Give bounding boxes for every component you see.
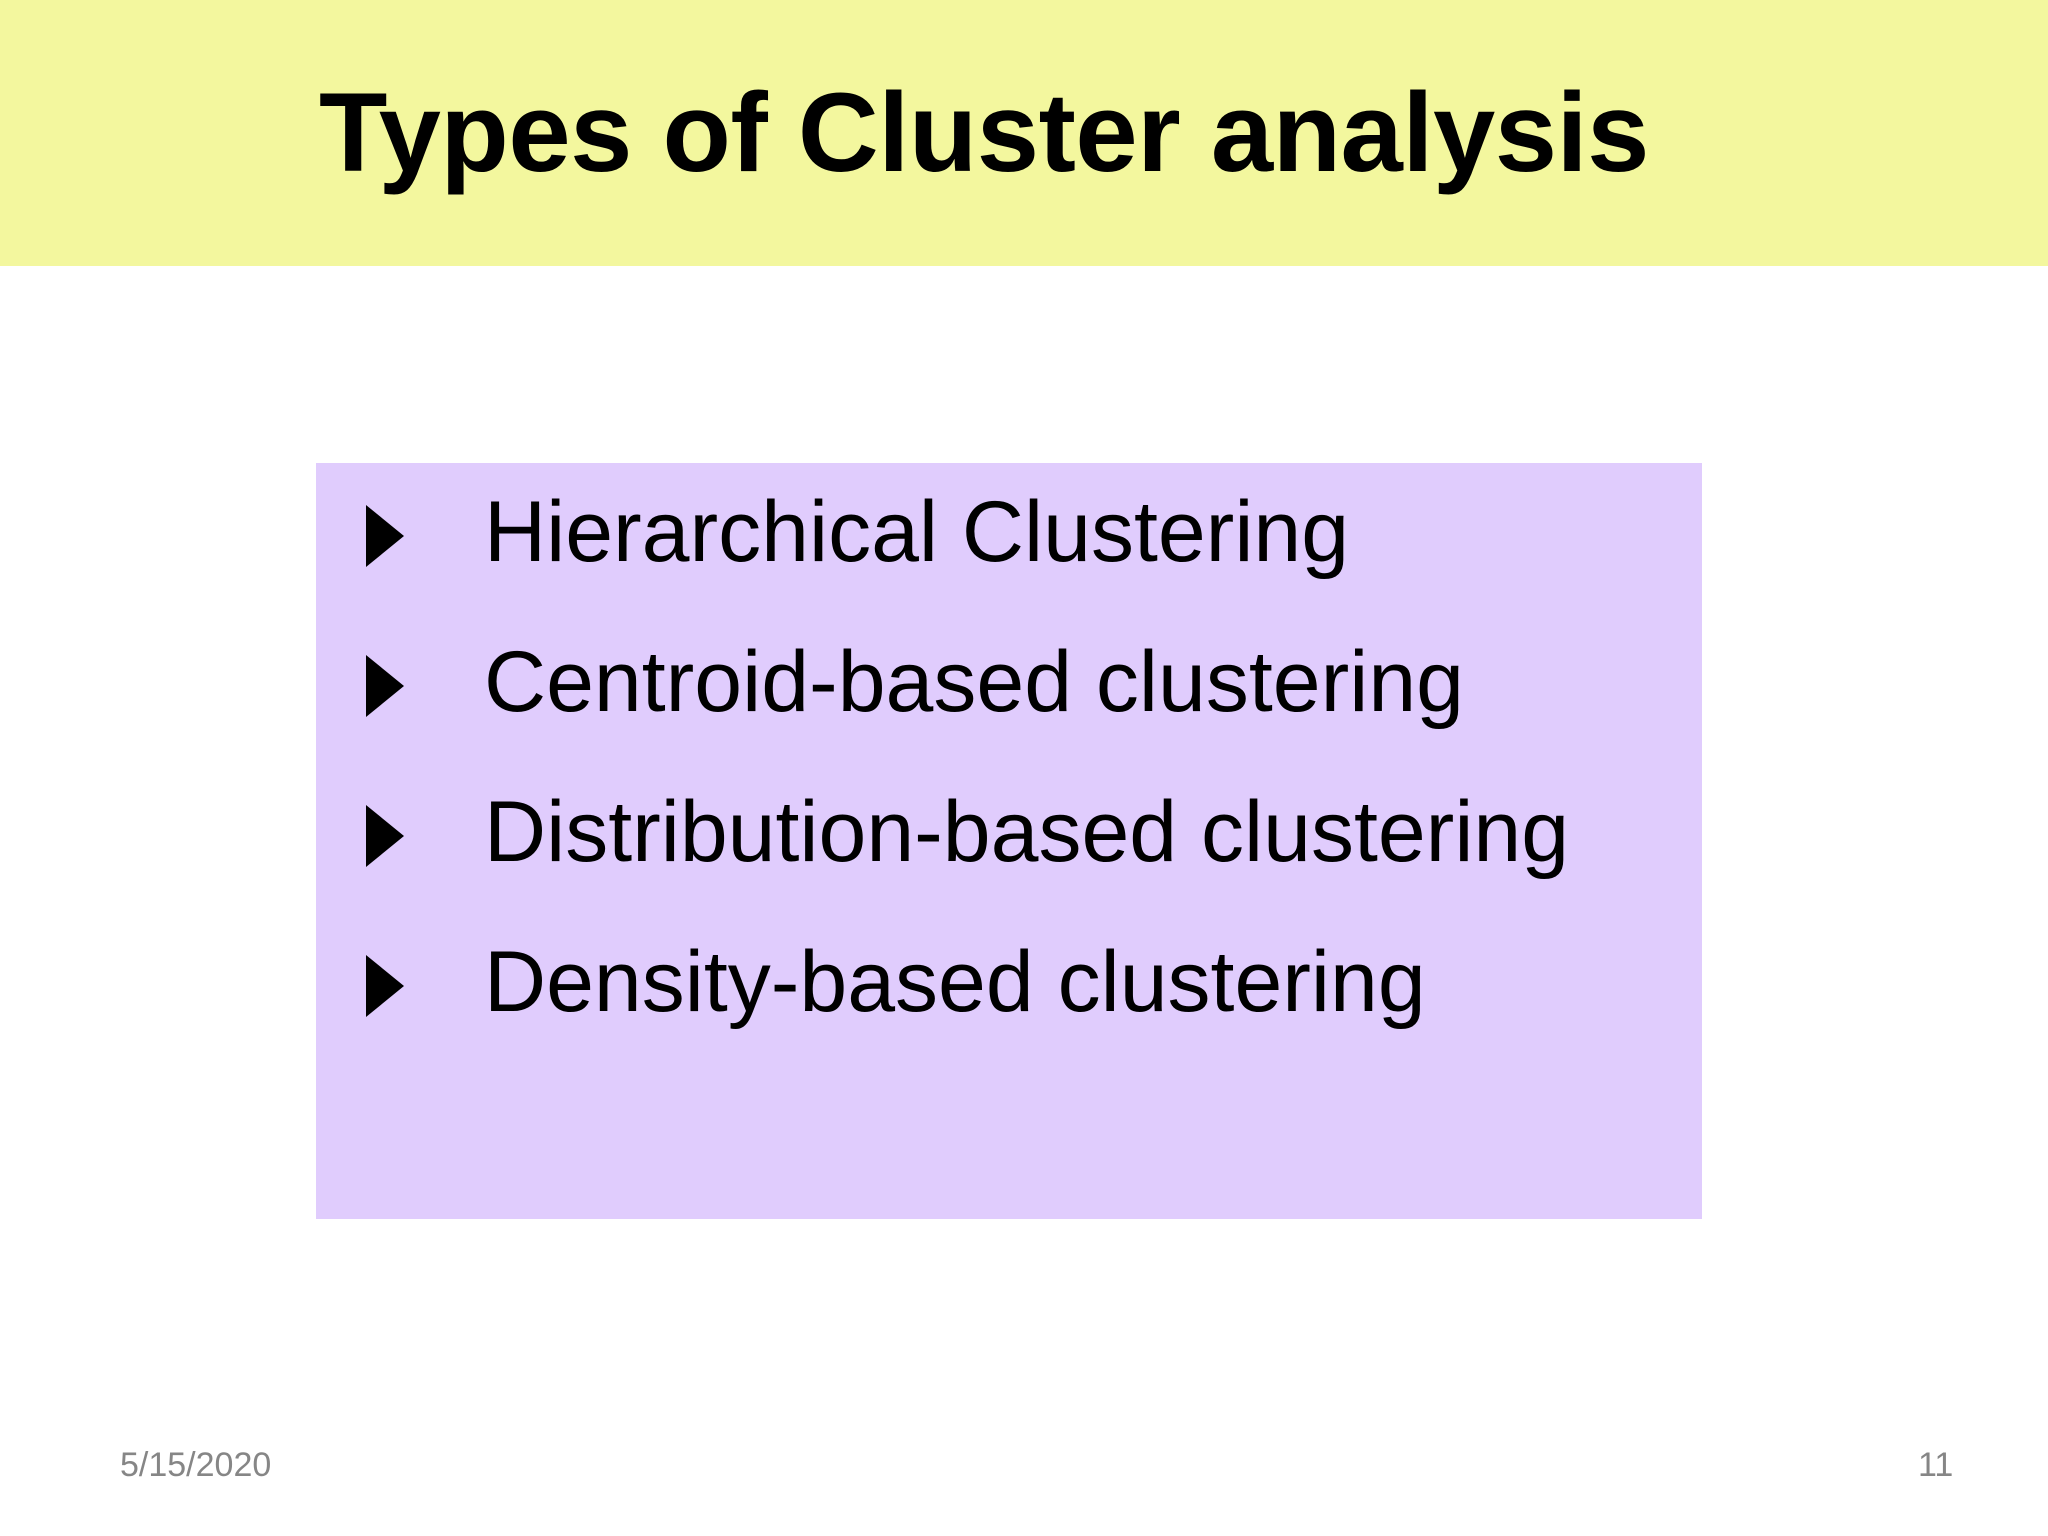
list-item-label: Centroid-based clustering [484, 634, 1464, 730]
bullet-list: Hierarchical Clustering Centroid-based c… [316, 489, 1702, 1089]
footer-page-number: 11 [1918, 1446, 1954, 1484]
list-item[interactable]: Distribution-based clustering [316, 789, 1702, 939]
content-box: Hierarchical Clustering Centroid-based c… [316, 463, 1702, 1219]
list-item-label: Density-based clustering [484, 934, 1426, 1030]
triangle-right-icon [364, 803, 406, 869]
list-item-label: Hierarchical Clustering [484, 484, 1350, 580]
page-title: Types of Cluster analysis [319, 70, 1649, 195]
list-item[interactable]: Density-based clustering [316, 939, 1702, 1089]
triangle-right-icon [364, 953, 406, 1019]
title-band: Types of Cluster analysis [0, 0, 2048, 266]
list-item[interactable]: Centroid-based clustering [316, 639, 1702, 789]
list-item[interactable]: Hierarchical Clustering [316, 489, 1702, 639]
list-item-label: Distribution-based clustering [484, 784, 1570, 880]
footer-date: 5/15/2020 [120, 1446, 272, 1484]
triangle-right-icon [364, 653, 406, 719]
triangle-right-icon [364, 503, 406, 569]
